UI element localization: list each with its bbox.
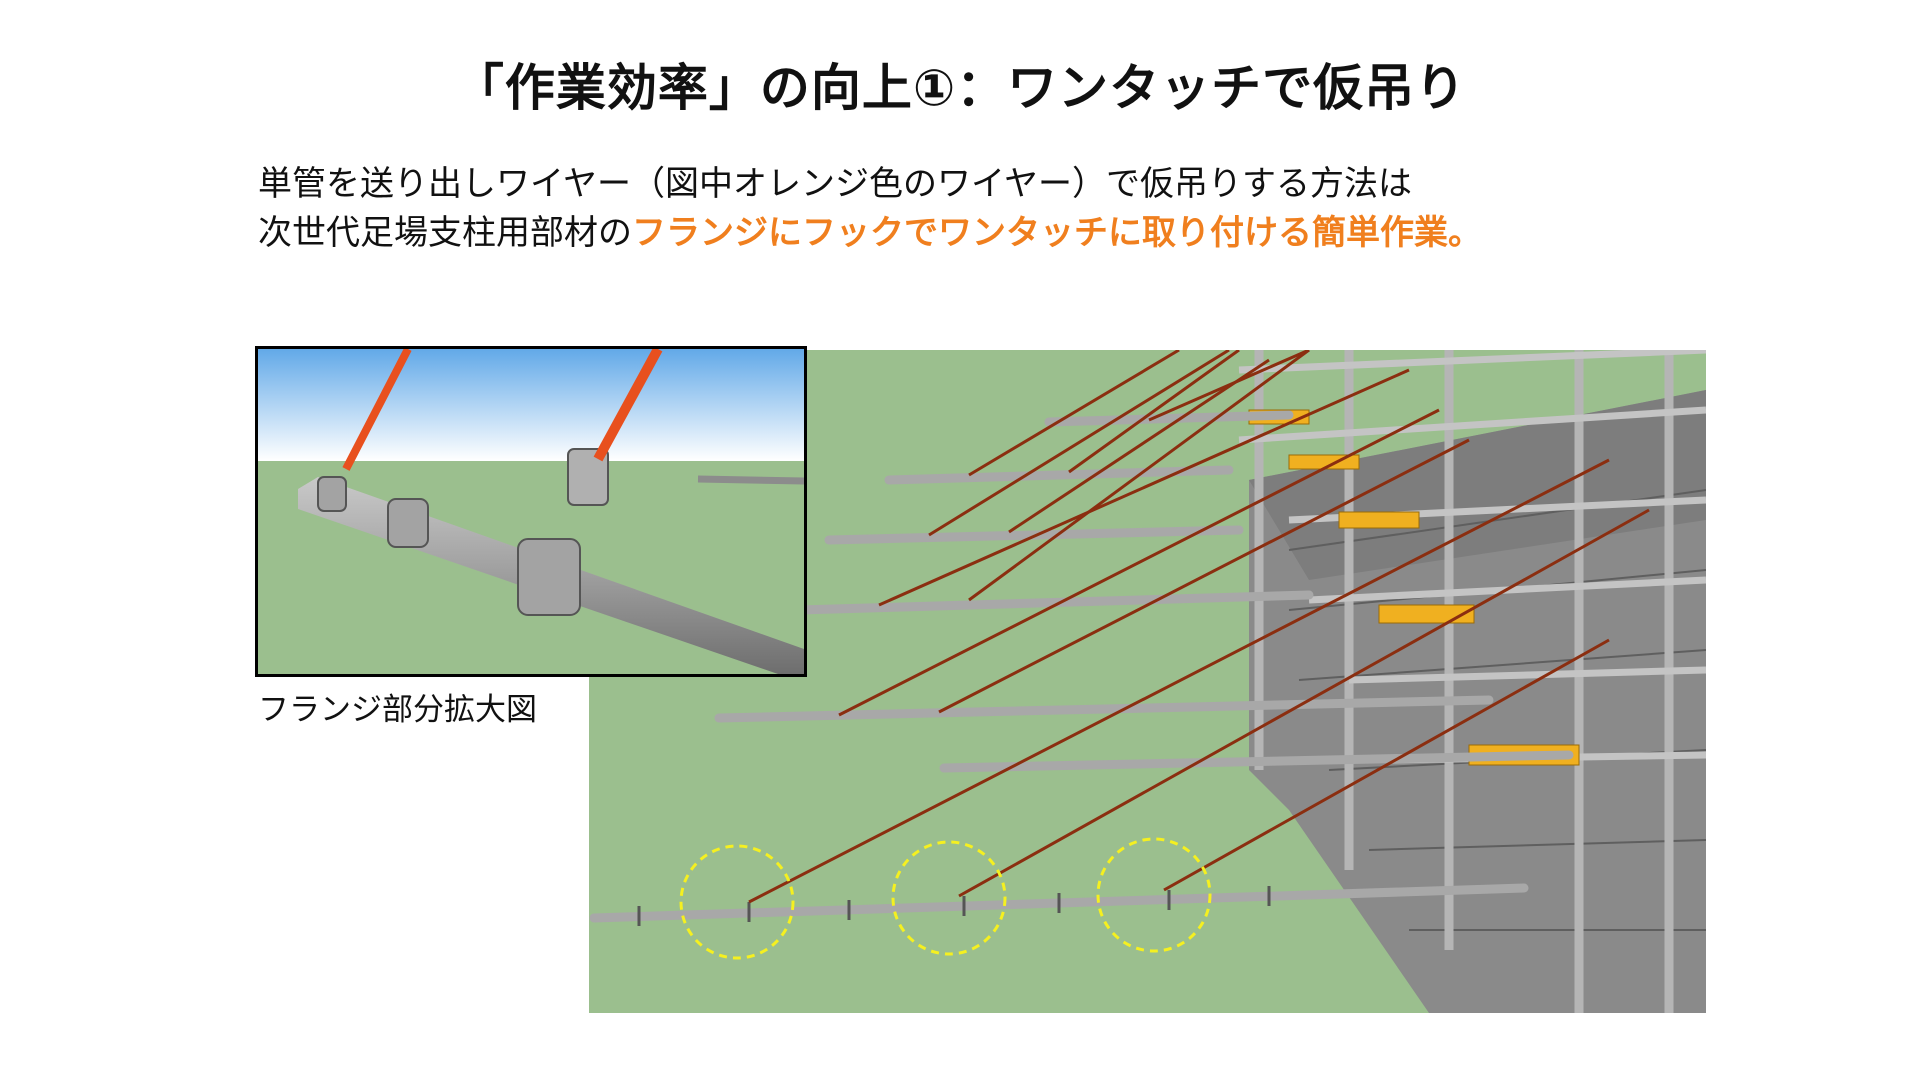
inset-sky	[258, 349, 804, 461]
inset-flange-2	[388, 499, 428, 547]
description-line-1: 単管を送り出しワイヤー（図中オレンジ色のワイヤー）で仮吊りする方法は	[258, 160, 1758, 209]
inset-flange-1	[318, 477, 346, 511]
description-highlight: フランジにフックでワンタッチに取り付ける簡単作業。	[632, 213, 1482, 253]
clamp-3	[1339, 512, 1419, 528]
slide-title: 「作業効率」の向上①：ワンタッチで仮吊り	[0, 48, 1920, 120]
inset-caption: フランジ部分拡大図	[258, 684, 537, 729]
flange-closeup-inset	[255, 346, 807, 677]
clamp-4	[1379, 605, 1474, 623]
description: 単管を送り出しワイヤー（図中オレンジ色のワイヤー）で仮吊りする方法は 次世代足場…	[258, 160, 1758, 258]
description-line-2: 次世代足場支柱用部材のフランジにフックでワンタッチに取り付ける簡単作業。	[258, 209, 1758, 258]
inset-flange-3	[518, 539, 580, 615]
description-line-2-text: 次世代足場支柱用部材の	[258, 213, 632, 253]
